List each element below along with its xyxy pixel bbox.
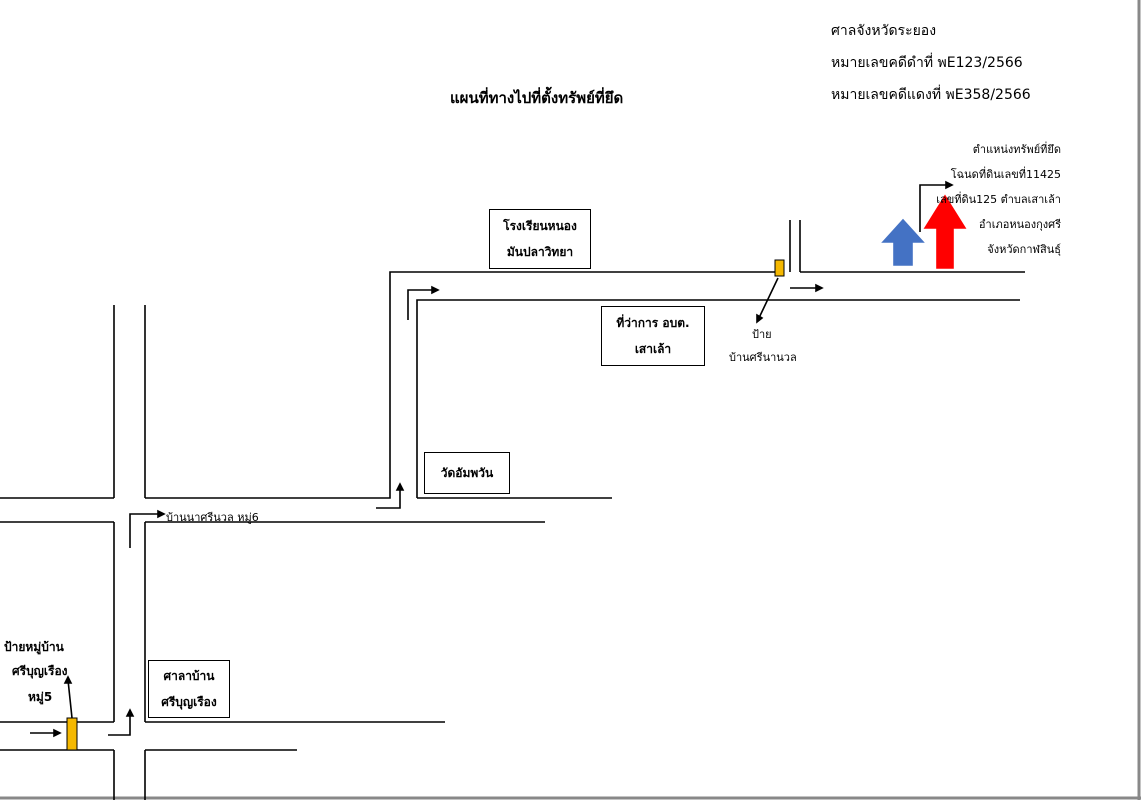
property-line-1: ตำแหน่งทรัพย์ที่ยึด xyxy=(972,143,1061,156)
temple-box: วัดอัมพวัน xyxy=(424,452,510,494)
direction-arrow xyxy=(407,285,440,320)
pavilion-label-1: ศาลาบ้าน xyxy=(163,669,215,683)
direction-arrow xyxy=(30,728,62,738)
map-title: แผนที่ทางไปที่ตั้งทรัพย์ที่ยึด xyxy=(450,89,624,107)
sign-nana-label-1: ป้าย xyxy=(752,328,772,341)
road-edge xyxy=(145,271,780,499)
red-case-number: หมายเลขคดีแดงที่ พE358/2566 xyxy=(831,87,1031,103)
village-sign-1: ป้ายหมู่บ้าน xyxy=(4,640,64,654)
village-sign-3: หมู่5 xyxy=(28,690,53,704)
sao-office-label-1: ที่ว่าการ อบต. xyxy=(616,316,690,330)
school-box: โรงเรียนหนอง มันปลาวิทยา xyxy=(489,209,591,269)
pavilion-label-2: ศรีบุญเรือง xyxy=(161,695,217,709)
sao-office-box: ที่ว่าการ อบต. เสาเล้า xyxy=(601,306,705,366)
property-line-4: อำเภอหนองกุงศรี xyxy=(978,218,1061,231)
black-case-number: หมายเลขคดีดำที่ พE123/2566 xyxy=(831,55,1023,71)
school-label-2: มันปลาวิทยา xyxy=(506,245,574,259)
property-line-3: เลขที่ดิน125 ตำบลเสาเล้า xyxy=(936,193,1061,206)
property-line-5: จังหวัดกาฬสินธุ์ xyxy=(987,243,1061,256)
leader-arrow xyxy=(63,675,73,719)
court-name: ศาลจังหวัดระยอง xyxy=(831,23,937,39)
school-label-1: โรงเรียนหนอง xyxy=(503,219,577,233)
road-edge xyxy=(416,299,1020,498)
blue-arrow-icon xyxy=(881,218,925,266)
direction-arrow xyxy=(919,180,954,232)
sign-nana-label-2: บ้านศรีนานวล xyxy=(729,351,797,364)
leader-arrow xyxy=(756,277,779,324)
property-line-2: โฉนดที่ดินเลขที่11425 xyxy=(950,168,1061,181)
village-sign-2: ศรีบุญเรือง xyxy=(12,664,68,678)
direction-arrow xyxy=(790,283,824,293)
temple-label: วัดอัมพวัน xyxy=(440,466,494,480)
yellow-marker xyxy=(66,717,78,751)
sao-office-label-2: เสาเล้า xyxy=(634,342,672,356)
direction-arrow xyxy=(376,482,405,509)
pavilion-box: ศาลาบ้าน ศรีบุญเรือง xyxy=(148,660,230,718)
road-label: บ้านนาศรีนวล หมู่6 xyxy=(166,511,259,524)
red-arrow-icon xyxy=(923,194,967,269)
direction-arrow xyxy=(108,708,135,736)
direction-arrow xyxy=(129,509,166,548)
yellow-marker xyxy=(774,259,785,277)
